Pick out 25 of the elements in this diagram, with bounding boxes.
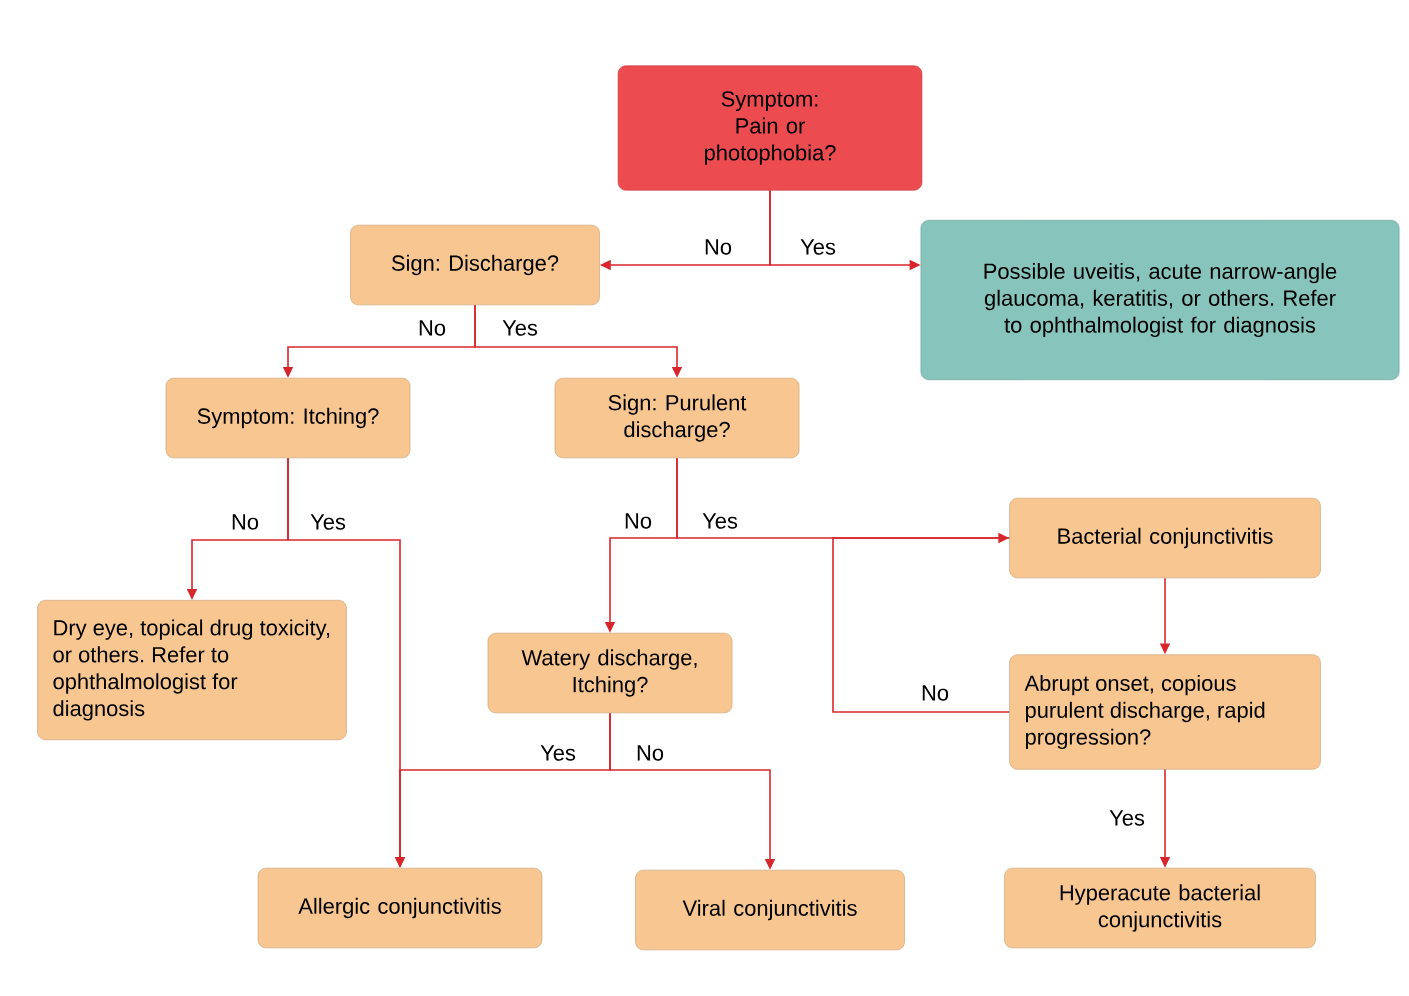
process-box: Possible uveitis, acute narrow-angle glaucoma, keratitis, or others. Refer to ophthalmologist for diagnosis <box>920 220 1400 380</box>
edge-label: Yes <box>539 744 577 762</box>
process-box: Viral conjunctivitis <box>635 869 905 951</box>
process-box: Abrupt onset, copious purulent discharge, rapid progression? <box>1009 654 1321 770</box>
process-box: Allergic conjunctivitis <box>257 867 543 949</box>
edge-label: No <box>623 512 653 530</box>
edge-label: Yes <box>501 319 539 337</box>
edge-label: No <box>417 319 447 337</box>
process-box: Sign: Discharge? <box>350 224 600 306</box>
process-box: Hyperacute bacterial conjunctivitis <box>1004 867 1316 949</box>
edge-label: No <box>230 513 260 531</box>
process-box: Dry eye, topical drug toxicity, or others. Refer to ophthalmologist for diagnosis <box>37 599 347 741</box>
process-box: Symptom: Pain or photophobia? <box>617 65 923 191</box>
edge-label: Yes <box>701 512 739 530</box>
process-box: Symptom: Itching? <box>165 377 411 459</box>
edge-label: No <box>920 684 950 702</box>
edge-label: No <box>635 744 665 762</box>
edge-label: No <box>703 238 733 256</box>
edge-label: Yes <box>799 238 837 256</box>
edge-label: Yes <box>1108 809 1146 827</box>
arrow <box>832 532 1011 713</box>
edge-label: Yes <box>309 513 347 531</box>
process-box: Watery discharge, Itching? <box>487 632 733 714</box>
process-box: Sign: Purulent discharge? <box>554 377 800 459</box>
process-box: Bacterial conjunctivitis <box>1009 497 1321 579</box>
